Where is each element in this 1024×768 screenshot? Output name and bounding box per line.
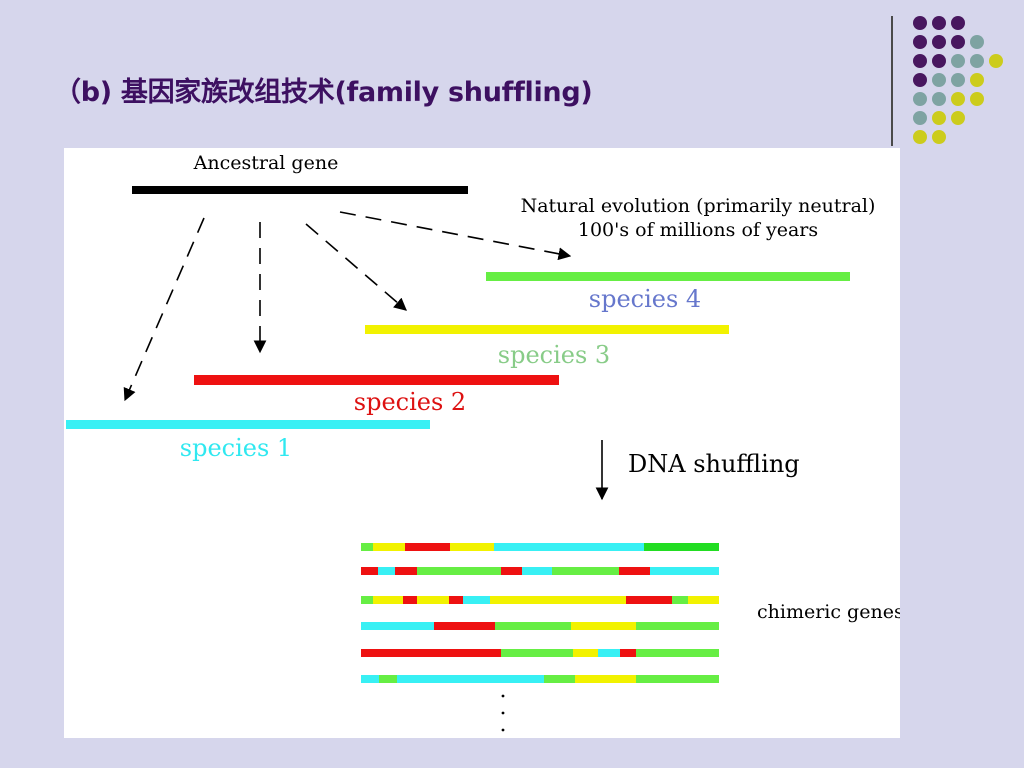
decorative-dot xyxy=(913,111,927,125)
decorative-dot xyxy=(970,92,984,106)
chimeric-genes-group xyxy=(361,543,719,683)
species-3-bar xyxy=(365,325,729,334)
dna-shuffling-label: DNA shuffling xyxy=(628,450,800,478)
decorative-dot xyxy=(951,111,965,125)
chimeric-gene-1 xyxy=(361,543,719,551)
decorative-dot xyxy=(913,16,927,30)
decorative-dot xyxy=(951,54,965,68)
decorative-dot xyxy=(951,73,965,87)
species-1-label: species 1 xyxy=(180,434,292,462)
species-4-bar xyxy=(486,272,850,281)
arrow-to-species-4 xyxy=(339,211,572,261)
decorative-dot xyxy=(932,54,946,68)
decorative-dot xyxy=(970,73,984,87)
dot-grid-group xyxy=(913,16,1003,144)
evolution-note-line2: 100's of millions of years xyxy=(578,219,818,241)
ellipsis-dot xyxy=(501,728,505,732)
decorative-dot xyxy=(989,54,1003,68)
chimeric-gene-4 xyxy=(361,622,719,630)
vertical-divider xyxy=(891,16,893,146)
chimeric-genes-label: chimeric genes xyxy=(757,601,900,623)
decorative-dot xyxy=(932,16,946,30)
ancestral-gene-bar xyxy=(132,186,468,194)
chimeric-gene-2 xyxy=(361,567,719,575)
decorative-dot xyxy=(913,130,927,144)
ellipsis-dot xyxy=(501,711,505,715)
family-shuffling-figure: Ancestral gene Natural evolution (primar… xyxy=(64,148,900,738)
decorative-dot xyxy=(932,130,946,144)
slide-title: （b) 基因家族改组技术(family shuffling) xyxy=(54,77,593,108)
decorative-dot xyxy=(932,73,946,87)
chimeric-gene-5 xyxy=(361,649,719,657)
decorative-dot xyxy=(970,35,984,49)
decorative-dot xyxy=(913,35,927,49)
chimeric-gene-6 xyxy=(361,675,719,683)
decorative-dot xyxy=(932,92,946,106)
species-4-label: species 4 xyxy=(589,285,701,313)
species-2-bar xyxy=(194,375,559,385)
decorative-dot xyxy=(913,54,927,68)
species-2-label: species 2 xyxy=(354,388,466,416)
decorative-dot xyxy=(913,92,927,106)
decorative-dot xyxy=(932,35,946,49)
ancestral-gene-label: Ancestral gene xyxy=(193,152,339,174)
decorative-dot xyxy=(951,16,965,30)
decorative-dot xyxy=(970,54,984,68)
evolution-note-line1: Natural evolution (primarily neutral) xyxy=(521,195,876,217)
chimeric-gene-3 xyxy=(361,596,719,604)
species-3-label: species 3 xyxy=(498,341,610,369)
decorative-dot xyxy=(951,35,965,49)
decorative-dot xyxy=(951,92,965,106)
arrow-to-species-1 xyxy=(123,217,205,402)
arrow-to-species-3 xyxy=(305,223,407,311)
shuffling-diagram: Ancestral gene Natural evolution (primar… xyxy=(66,152,900,732)
species-1-bar xyxy=(66,420,430,429)
decorative-dot xyxy=(932,111,946,125)
decorative-dot xyxy=(913,73,927,87)
ellipsis-dot xyxy=(501,694,505,698)
